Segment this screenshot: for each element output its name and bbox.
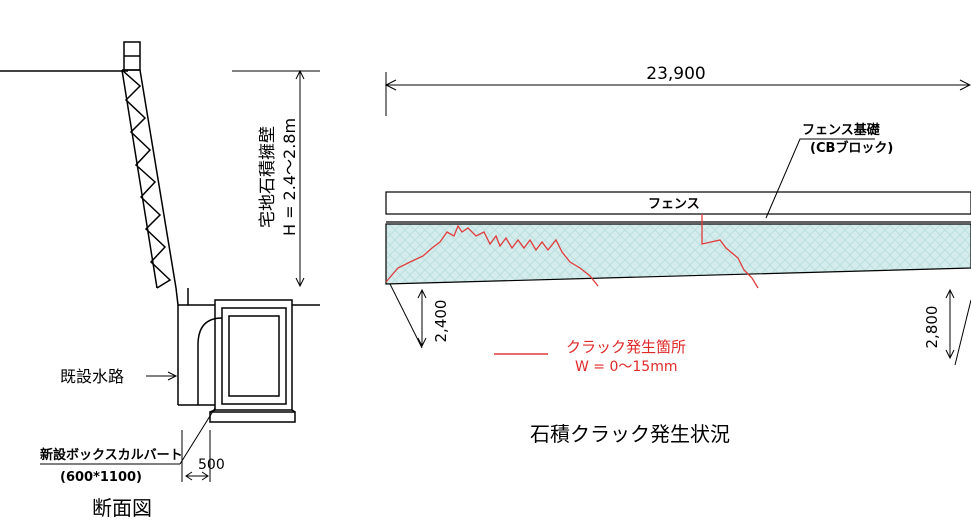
height-dimension-left [389,283,427,349]
crack-legend-label: クラック発生箇所 [566,338,686,356]
cross-section-drawing [0,41,320,482]
height-dimension-right [945,288,971,366]
box-culvert [197,299,296,423]
fence-base-sublabel: (CBブロック) [810,140,893,156]
height-left-label: 2,400 [432,300,450,343]
height-right-label: 2,800 [923,306,941,349]
fence-base-label: フェンス基礎 [802,122,881,138]
length-dimension-label: 23,900 [646,64,705,84]
elevation-caption: 石積クラック発生状況 [530,422,730,446]
crack-lines [385,214,759,355]
stone-wall-elevation [385,223,971,285]
culvert-leader [40,407,216,465]
fence-label: フェンス [648,197,700,212]
elevation-drawing [384,72,971,366]
width-dimension [181,430,211,482]
length-dimension [384,72,971,116]
wall-height-dimension [232,69,320,288]
existing-channel-label: 既設水路 [60,367,124,386]
existing-channel [175,287,320,406]
wall-label: 宅地石積擁壁 [258,126,278,228]
crack-line-1 [385,224,599,287]
crack-line-2 [701,214,759,289]
stone-wall-section [121,69,177,289]
culvert-label: 新設ボックスカルバート [40,447,183,463]
fence-base-leader [765,138,875,219]
crack-legend-width: W = 0～15mm [575,359,677,375]
cross-section-caption: 断面図 [92,496,152,520]
culvert-size-label: (600*1100) [60,470,142,485]
width-dimension-label: 500 [198,457,225,473]
channel-leader [146,371,178,381]
fence-band [385,191,971,223]
wall-height-label: H = 2.4～2.8m [280,118,299,236]
culvert-base [209,411,296,423]
